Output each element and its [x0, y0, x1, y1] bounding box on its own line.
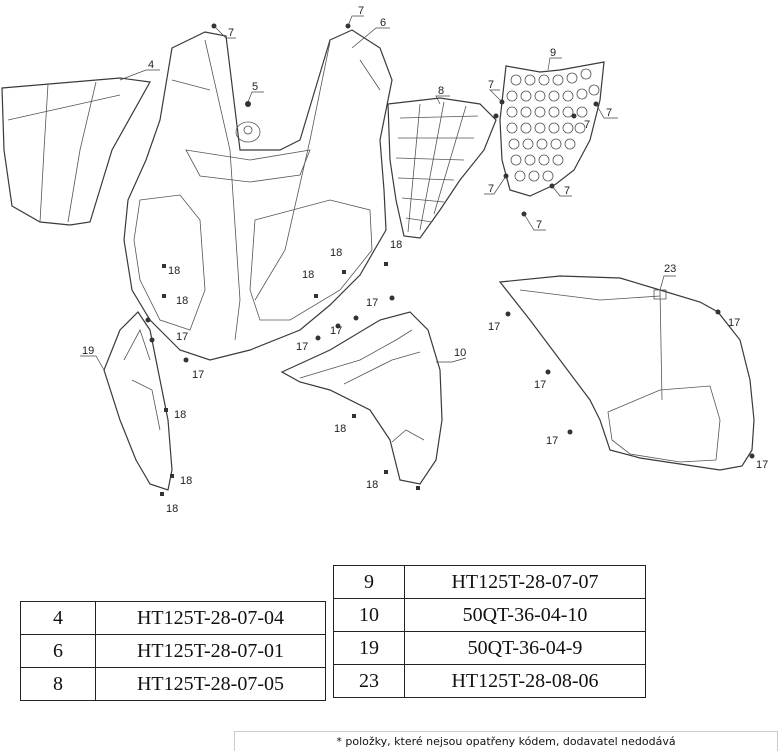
table-row: 4 HT125T-28-07-04 — [20, 601, 326, 635]
part-number: 6 — [20, 634, 96, 668]
callout-9: 9 — [550, 47, 556, 59]
part-code: HT125T-28-07-05 — [95, 667, 326, 701]
part-number: 23 — [333, 664, 405, 698]
part-number: 8 — [20, 667, 96, 701]
table-row: 23 HT125T-28-08-06 — [333, 664, 646, 698]
callout-17: 17 — [488, 321, 500, 333]
callout-7: 7 — [564, 185, 570, 197]
callout-18: 18 — [366, 479, 378, 491]
callout-7: 7 — [488, 79, 494, 91]
callout-7: 7 — [536, 219, 542, 231]
leader-lines — [80, 15, 676, 371]
callout-7: 7 — [584, 119, 590, 131]
callout-labels: 4 5 6 7 7 7 7 7 7 7 7 8 9 10 19 23 17 17… — [82, 5, 768, 515]
callout-19: 19 — [82, 345, 94, 357]
callout-8: 8 — [438, 85, 444, 97]
part-code: 50QT-36-04-9 — [404, 631, 646, 665]
callout-4: 4 — [148, 59, 154, 71]
parts-table-right: 9 HT125T-28-07-07 10 50QT-36-04-10 19 50… — [333, 565, 646, 698]
callout-18: 18 — [334, 423, 346, 435]
table-row: 19 50QT-36-04-9 — [333, 631, 646, 665]
callout-17: 17 — [366, 297, 378, 309]
callout-5: 5 — [252, 81, 258, 93]
table-row: 9 HT125T-28-07-07 — [333, 565, 646, 599]
callout-17: 17 — [296, 341, 308, 353]
mesh-part-9 — [499, 61, 605, 197]
callout-18: 18 — [168, 265, 180, 277]
part-code: 50QT-36-04-10 — [404, 598, 646, 632]
mesh-pattern — [506, 68, 600, 182]
part-code: HT125T-28-07-07 — [404, 565, 646, 599]
table-row: 10 50QT-36-04-10 — [333, 598, 646, 632]
callout-18: 18 — [174, 409, 186, 421]
callout-18: 18 — [330, 247, 342, 259]
part-code: HT125T-28-07-01 — [95, 634, 326, 668]
callout-17: 17 — [546, 435, 558, 447]
front-fairing-part-6 — [123, 29, 393, 361]
table-row: 6 HT125T-28-07-01 — [20, 634, 326, 668]
callout-17: 17 — [176, 331, 188, 343]
part-number: 9 — [333, 565, 405, 599]
callout-17: 17 — [534, 379, 546, 391]
grille-part-8 — [387, 97, 497, 239]
callout-7: 7 — [358, 5, 364, 17]
callout-7: 7 — [606, 107, 612, 119]
part-number: 10 — [333, 598, 405, 632]
callout-10: 10 — [454, 347, 466, 359]
parts-table-left: 4 HT125T-28-07-04 6 HT125T-28-07-01 8 HT… — [20, 601, 326, 701]
windscreen-part-4 — [1, 77, 151, 226]
callout-18: 18 — [166, 503, 178, 515]
callout-7: 7 — [228, 27, 234, 39]
part-number: 4 — [20, 601, 96, 635]
callout-18: 18 — [302, 269, 314, 281]
callout-17: 17 — [756, 459, 768, 471]
callout-18: 18 — [180, 475, 192, 487]
side-panel-part-23 — [498, 275, 755, 471]
exploded-parts-diagram: 4 5 6 7 7 7 7 7 7 7 7 8 9 10 19 23 17 17… — [1, 5, 768, 515]
callout-18: 18 — [176, 295, 188, 307]
part-code: HT125T-28-07-04 — [95, 601, 326, 635]
callout-6: 6 — [380, 17, 386, 29]
callout-18: 18 — [390, 239, 402, 251]
lower-left-fairing-part-19 — [103, 311, 173, 491]
table-row: 8 HT125T-28-07-05 — [20, 667, 326, 701]
callout-17: 17 — [728, 317, 740, 329]
part-code: HT125T-28-08-06 — [404, 664, 646, 698]
callout-17: 17 — [330, 325, 342, 337]
callout-23: 23 — [664, 263, 676, 275]
callout-17: 17 — [192, 369, 204, 381]
callout-7: 7 — [488, 183, 494, 195]
lower-right-fairing-part-10 — [280, 311, 443, 485]
footnote: * položky, které nejsou opatřeny kódem, … — [234, 731, 778, 751]
part-number: 19 — [333, 631, 405, 665]
